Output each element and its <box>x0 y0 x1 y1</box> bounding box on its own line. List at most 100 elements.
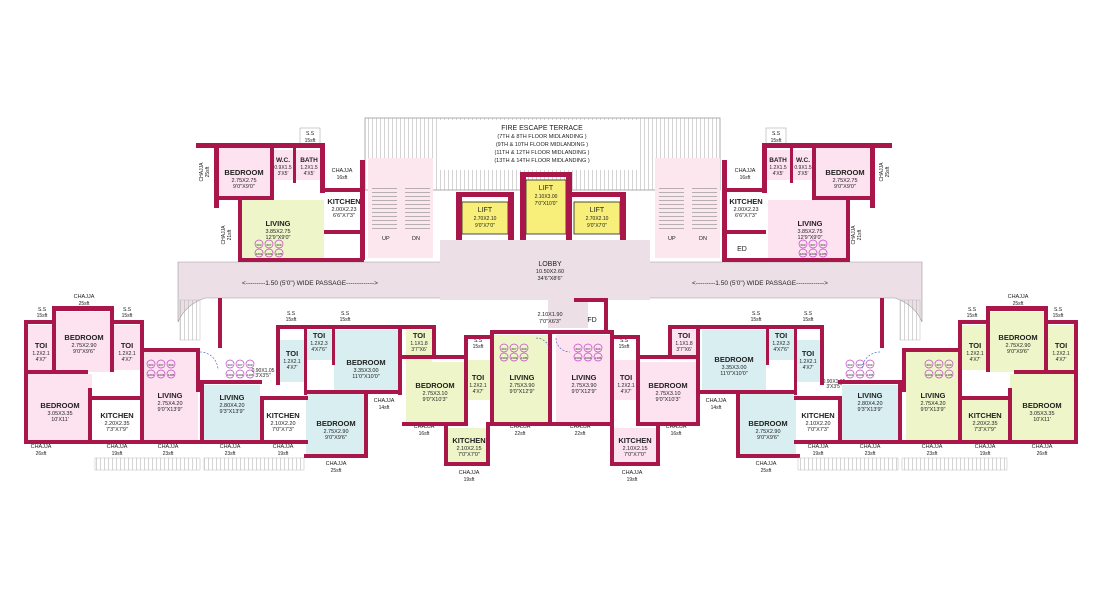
svg-text:CHAJJA: CHAJJA <box>879 162 885 182</box>
flat-badges-lower-right: 603 607 609 1001 1003 1405 <box>845 359 875 379</box>
terrace-line-2: (9TH & 10TH FLOOR MIDLANDING ) <box>496 142 588 148</box>
svg-text:S.S: S.S <box>1054 307 1063 313</box>
corridor-dim-2: 7'0"X6'3" <box>539 319 561 325</box>
svg-text:BEDROOM: BEDROOM <box>714 355 753 364</box>
svg-text:LIFT: LIFT <box>478 207 493 214</box>
flat-lower-right: BEDROOM 3.35X3.00 11'0"X10'0" TOI 1.2X2.… <box>702 311 898 474</box>
corridor-dim-1: 2.10X1.90 <box>537 312 562 318</box>
svg-text:7'3"X7'9": 7'3"X7'9" <box>974 427 996 433</box>
svg-text:2.10X2.20: 2.10X2.20 <box>805 421 830 427</box>
svg-text:S.S: S.S <box>772 131 781 137</box>
svg-text:1003: 1003 <box>511 356 518 360</box>
svg-text:1405: 1405 <box>820 252 827 256</box>
terrace-title: FIRE ESCAPE TERRACE <box>501 125 583 132</box>
svg-text:1.2X2.3: 1.2X2.3 <box>772 341 789 347</box>
svg-text:CHAJJA: CHAJJA <box>107 444 128 450</box>
lobby-dim-2: 34'6"X8'6" <box>538 276 563 282</box>
walls-lower-far-right <box>902 306 1078 444</box>
svg-text:TOI: TOI <box>620 373 632 382</box>
svg-text:0.9X1.5: 0.9X1.5 <box>794 165 811 171</box>
svg-text:4'X7': 4'X7' <box>621 389 632 395</box>
svg-text:603: 603 <box>847 363 852 367</box>
svg-text:KITCHEN: KITCHEN <box>100 411 133 420</box>
door-swings <box>199 337 881 371</box>
svg-text:9'0"X10'3": 9'0"X10'3" <box>656 397 681 403</box>
svg-text:607: 607 <box>511 347 516 351</box>
svg-text:1.2X2.1: 1.2X2.1 <box>32 351 49 357</box>
svg-text:W.C.: W.C. <box>276 157 290 164</box>
svg-text:1003: 1003 <box>158 373 165 377</box>
svg-text:CHAJJA: CHAJJA <box>74 294 95 300</box>
svg-text:1001: 1001 <box>227 373 234 377</box>
lobby-name: LOBBY <box>538 261 562 268</box>
svg-text:2.75X2.90: 2.75X2.90 <box>71 343 96 349</box>
bedroom-label: BEDROOM <box>224 168 263 177</box>
walls-upper-left <box>196 143 365 262</box>
terrace-line-4: (13TH & 14TH FLOOR MIDLANDING ) <box>494 158 590 164</box>
svg-text:609: 609 <box>247 363 252 367</box>
svg-text:CHAJJA: CHAJJA <box>221 225 227 245</box>
svg-text:LIFT: LIFT <box>539 185 554 192</box>
svg-text:1003: 1003 <box>266 252 273 256</box>
lobby: LOBBY 10.50X2.60 34'6"X8'6" <---------1.… <box>177 240 923 328</box>
svg-text:3.35X3.00: 3.35X3.00 <box>353 368 378 374</box>
svg-text:S.S: S.S <box>474 338 483 344</box>
svg-text:25sft: 25sft <box>79 301 90 307</box>
svg-text:16sft: 16sft <box>740 175 751 181</box>
svg-text:16sft: 16sft <box>419 431 430 437</box>
svg-text:15sft: 15sft <box>803 317 814 323</box>
svg-text:12'9"X9'0": 12'9"X9'0" <box>266 235 291 241</box>
svg-text:609: 609 <box>521 347 526 351</box>
svg-text:9'0"X7'0": 9'0"X7'0" <box>587 223 607 229</box>
svg-text:1001: 1001 <box>256 252 263 256</box>
svg-text:609: 609 <box>595 347 600 351</box>
svg-text:LIVING: LIVING <box>571 373 596 382</box>
svg-text:2.20X2.35: 2.20X2.35 <box>972 421 997 427</box>
svg-text:23sft: 23sft <box>927 451 938 457</box>
svg-text:TOI: TOI <box>286 349 298 358</box>
flat-badges-lower-left: 603 607 609 1001 1003 1405 <box>225 359 255 379</box>
svg-text:CHAJJA: CHAJJA <box>332 168 353 174</box>
flat-badges-lower-far-left: 603 607 609 1001 1003 1405 <box>146 359 176 379</box>
svg-text:1.2X2.1: 1.2X2.1 <box>118 351 135 357</box>
svg-text:BEDROOM: BEDROOM <box>1022 401 1061 410</box>
svg-text:BEDROOM: BEDROOM <box>316 419 355 428</box>
svg-text:14sft: 14sft <box>711 405 722 411</box>
svg-text:25sft: 25sft <box>205 166 211 177</box>
flat-lower-left: LIVING 2.80X4.20 9'3"X13'9" TOI 1.2X2.1 … <box>204 311 398 474</box>
svg-text:CHAJJA: CHAJJA <box>199 162 205 182</box>
svg-text:3'X3'5": 3'X3'5" <box>826 384 842 390</box>
svg-text:3.35X3.00: 3.35X3.00 <box>721 365 746 371</box>
svg-text:S.S: S.S <box>306 131 315 137</box>
svg-text:W.C.: W.C. <box>796 157 810 164</box>
svg-text:3'X5': 3'X5' <box>278 171 289 177</box>
svg-text:CHAJJA: CHAJJA <box>851 225 857 245</box>
svg-text:603: 603 <box>501 347 506 351</box>
svg-text:LIFT: LIFT <box>590 207 605 214</box>
svg-text:603: 603 <box>227 363 232 367</box>
svg-text:25sft: 25sft <box>331 468 342 474</box>
svg-text:609: 609 <box>867 363 872 367</box>
svg-text:7'0"X7'3": 7'0"X7'3" <box>807 427 829 433</box>
svg-text:BEDROOM: BEDROOM <box>346 358 385 367</box>
svg-text:CHAJJA: CHAJJA <box>666 424 687 430</box>
svg-text:1001: 1001 <box>926 373 933 377</box>
svg-text:BEDROOM: BEDROOM <box>648 381 687 390</box>
walls-lower-far-left <box>24 306 200 444</box>
flat-lower-center-left: TOI 1.1X1.8 3'7"X6' BEDROOM 2.75X3.10 9'… <box>406 330 550 483</box>
svg-text:1.2X2.1: 1.2X2.1 <box>469 383 486 389</box>
flat-lower-far-right: LIVING 2.75X4.20 9'0"X13'9" TOI 1.2X2.1 … <box>906 294 1074 457</box>
svg-text:BEDROOM: BEDROOM <box>748 419 787 428</box>
svg-text:6'6"X7'3": 6'6"X7'3" <box>333 213 355 219</box>
stair-up-left: UP <box>382 236 390 242</box>
svg-text:TOI: TOI <box>313 331 325 340</box>
svg-text:15sft: 15sft <box>1053 313 1064 319</box>
svg-text:S.S: S.S <box>968 307 977 313</box>
svg-text:KITCHEN: KITCHEN <box>266 411 299 420</box>
svg-text:1001: 1001 <box>575 356 582 360</box>
svg-text:21sft: 21sft <box>227 229 233 240</box>
svg-text:BATH: BATH <box>300 157 318 164</box>
svg-text:2.75X2.90: 2.75X2.90 <box>323 429 348 435</box>
svg-text:15sft: 15sft <box>122 313 133 319</box>
stair-up-right: UP <box>668 236 676 242</box>
